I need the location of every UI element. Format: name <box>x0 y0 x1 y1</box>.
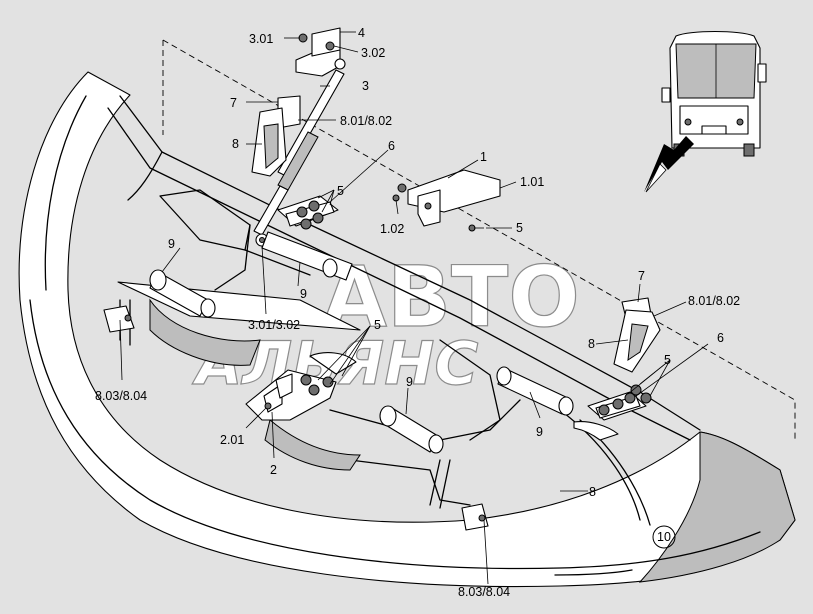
nut-3-02 <box>325 41 335 51</box>
bus-front-view-icon <box>661 31 767 157</box>
label-5-center: 5 <box>374 318 381 332</box>
label-1-02: 1.02 <box>380 222 404 236</box>
watermark-line1: АВТО <box>322 248 580 346</box>
left-hinge <box>255 195 339 247</box>
boundary-dashed-outline <box>162 39 796 440</box>
watermark: АВТО АЛЬЯНС <box>191 247 580 399</box>
right-hinge-assembly <box>573 297 661 441</box>
label-1-01: 1.01 <box>520 175 544 189</box>
label-5-left: 5 <box>337 184 344 198</box>
bumper-body <box>18 71 796 588</box>
label-9-c: 9 <box>406 375 413 389</box>
label-3: 3 <box>362 79 369 93</box>
label-10-circle <box>652 525 676 549</box>
label-6-right: 6 <box>717 331 724 345</box>
gas-strut-assembly <box>253 27 346 236</box>
label-9-d: 9 <box>536 425 543 439</box>
label-8-03-left: 8.03/8.04 <box>95 389 147 403</box>
nut-3-01 <box>298 33 308 43</box>
label-8-03-bottom: 8.03/8.04 <box>458 585 510 599</box>
label-8-bottom: 8 <box>589 485 596 499</box>
view-direction-arrow-icon <box>644 136 694 193</box>
leader-lines <box>119 31 709 585</box>
lower-brackets <box>103 305 489 531</box>
label-5-mid: 5 <box>516 221 523 235</box>
label-8-01-left: 8.01/8.02 <box>340 114 392 128</box>
label-4: 4 <box>358 26 365 40</box>
label-1: 1 <box>480 150 487 164</box>
label-10: 10 <box>657 530 671 544</box>
label-7-right: 7 <box>638 269 645 283</box>
left-hinge-bracket <box>251 95 301 177</box>
label-2: 2 <box>270 463 277 477</box>
label-8-01-right: 8.01/8.02 <box>688 294 740 308</box>
label-9-b: 9 <box>300 287 307 301</box>
center-hinge <box>245 352 357 421</box>
label-5-right: 5 <box>664 353 671 367</box>
label-3-02-top: 3.02 <box>361 46 385 60</box>
label-3-01-mid: 3.01/3.02 <box>248 318 300 332</box>
label-9-a: 9 <box>168 237 175 251</box>
label-2-01: 2.01 <box>220 433 244 447</box>
damper-cylinders <box>149 231 574 454</box>
label-8-right: 8 <box>588 337 595 351</box>
label-6-left: 6 <box>388 139 395 153</box>
label-3-01-top: 3.01 <box>249 32 273 46</box>
label-7-left: 7 <box>230 96 237 110</box>
label-8-left: 8 <box>232 137 239 151</box>
bracket-1 <box>392 169 501 232</box>
callout-labels: 3.01 4 3.02 3 7 8.01/8.02 8 6 5 1 1.01 1… <box>95 26 740 599</box>
